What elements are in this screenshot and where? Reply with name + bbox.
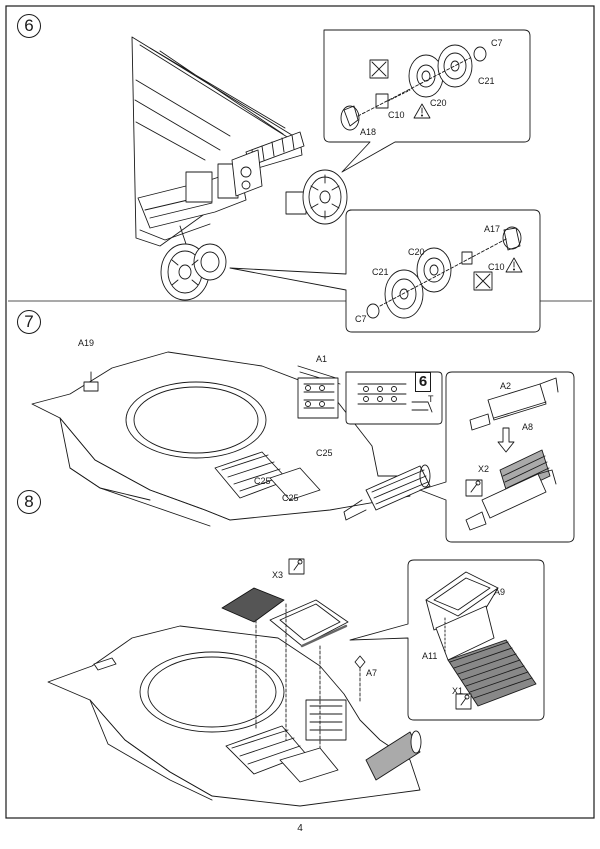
reference-step-badge: 6	[415, 372, 431, 392]
part-label: C10	[488, 262, 505, 272]
part-label: A11	[422, 651, 438, 661]
part-label: C25	[316, 448, 333, 458]
part-label: A17	[484, 224, 501, 234]
part-label: C21	[478, 76, 495, 86]
warning-icon	[505, 257, 523, 273]
part-label: A7	[366, 668, 378, 678]
step7-hull-drawing	[31, 351, 431, 527]
part-label: C25	[254, 476, 271, 486]
reference-letter: T	[428, 394, 434, 404]
no-glue-icon	[473, 271, 493, 291]
warning-icon	[413, 103, 431, 119]
part-label: A2	[500, 381, 512, 391]
step-number-7: 7	[17, 310, 41, 334]
step6-hull-drawing	[131, 36, 348, 301]
part-label: A1	[316, 354, 328, 364]
part-label: C20	[430, 98, 447, 108]
part-label: X3	[272, 570, 284, 580]
step8-callout	[349, 559, 545, 721]
brush-icon	[455, 693, 472, 710]
step6-callout-bottom	[229, 209, 541, 333]
part-label: A19	[78, 338, 95, 348]
part-label: X1	[452, 686, 464, 696]
no-glue-icon	[369, 59, 389, 79]
part-label: A8	[522, 422, 534, 432]
part-label: C7	[491, 38, 503, 48]
brush-icon	[465, 479, 483, 497]
brush-icon	[288, 558, 305, 575]
step8-hull-drawing	[47, 587, 422, 807]
step-number-8: 8	[17, 490, 41, 514]
page-number: 4	[297, 823, 303, 834]
step6-callout-top	[323, 29, 531, 173]
step-number-6: 6	[17, 14, 41, 38]
part-label: X2	[478, 464, 490, 474]
part-label: C25	[282, 493, 299, 503]
part-label: C20	[408, 247, 425, 257]
step7-callout	[419, 371, 575, 543]
part-label: A9	[494, 587, 506, 597]
part-label: C7	[355, 314, 367, 324]
part-label: A18	[360, 127, 377, 137]
part-label: C21	[372, 267, 389, 277]
part-label: C10	[388, 110, 405, 120]
